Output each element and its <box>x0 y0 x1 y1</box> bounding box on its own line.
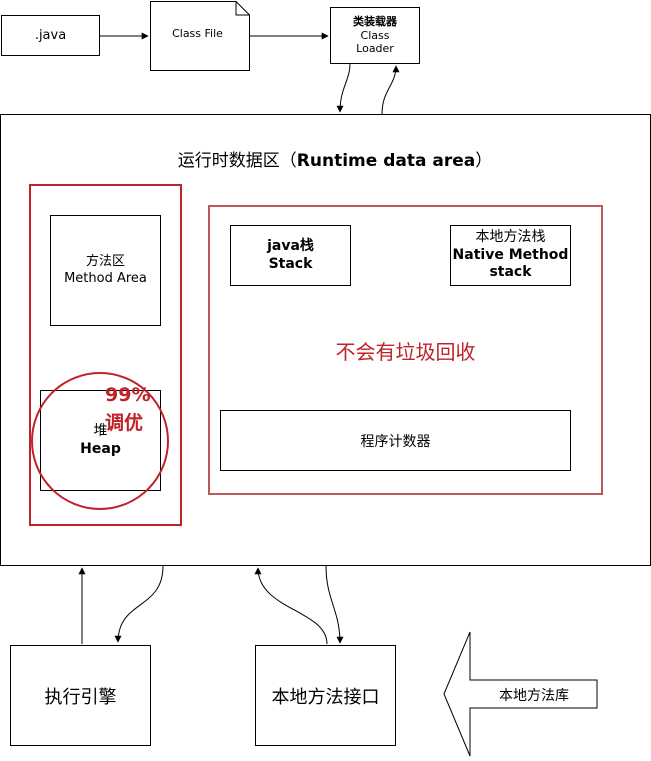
class-file-document-icon <box>150 1 250 71</box>
program-counter-label: 程序计数器 <box>360 433 431 450</box>
method-area-cn: 方法区 <box>85 254 125 270</box>
thread-private-region <box>208 205 603 495</box>
no-gc-label: 不会有垃圾回收 <box>335 340 476 364</box>
arrow-runtime-to-engine <box>114 565 164 643</box>
class-file-box: Class File <box>150 1 250 71</box>
class-loader-en2: Loader <box>356 42 394 56</box>
program-counter-box: 程序计数器 <box>220 410 571 471</box>
native-stack-en2: stack <box>489 264 532 281</box>
method-area-en: Method Area <box>64 270 147 286</box>
class-loader-cn: 类装载器 <box>353 14 397 28</box>
shared-memory-region <box>29 184 182 526</box>
native-interface-box: 本地方法接口 <box>255 645 396 746</box>
tuning-circle <box>31 372 169 510</box>
arrow-interface-to-runtime <box>254 567 328 645</box>
heap-box: 堆 Heap <box>40 390 161 491</box>
method-area-box: 方法区 Method Area <box>50 215 161 326</box>
native-stack-en1: Native Method <box>452 246 569 263</box>
heap-tuning-percent: 99% <box>105 384 151 406</box>
runtime-title-end: ） <box>475 151 493 171</box>
runtime-title-en: Runtime data area <box>296 151 476 171</box>
arrow-runtime-to-loader <box>381 65 400 115</box>
native-library-label: 本地方法库 <box>499 688 569 704</box>
heap-en: Heap <box>80 440 121 457</box>
class-loader-en1: Class <box>360 28 390 42</box>
runtime-title-cn: 运行时数据区（ <box>177 151 297 171</box>
java-stack-box: java栈 Stack <box>230 225 351 286</box>
execution-engine-label: 执行引擎 <box>44 686 117 708</box>
java-stack-en: Stack <box>268 255 313 272</box>
class-file-label: Class File <box>172 27 223 40</box>
native-stack-cn: 本地方法栈 <box>475 229 546 246</box>
execution-engine-box: 执行引擎 <box>10 645 151 746</box>
runtime-area-title: 运行时数据区（Runtime data area） <box>100 146 570 171</box>
arrow-loader-to-runtime <box>336 63 351 113</box>
native-interface-label: 本地方法接口 <box>271 686 380 708</box>
heap-cn: 堆 <box>93 423 108 439</box>
arrow-runtime-to-interface <box>325 565 344 644</box>
class-loader-box: 类装载器 Class Loader <box>330 7 420 64</box>
heap-tuning-label: 调优 <box>105 412 144 434</box>
native-stack-box: 本地方法栈 Native Method stack <box>450 225 571 286</box>
java-stack-cn: java栈 <box>267 238 314 254</box>
native-library-arrow <box>443 631 598 757</box>
java-file-label: .java <box>34 28 67 43</box>
java-file-box: .java <box>1 15 100 56</box>
